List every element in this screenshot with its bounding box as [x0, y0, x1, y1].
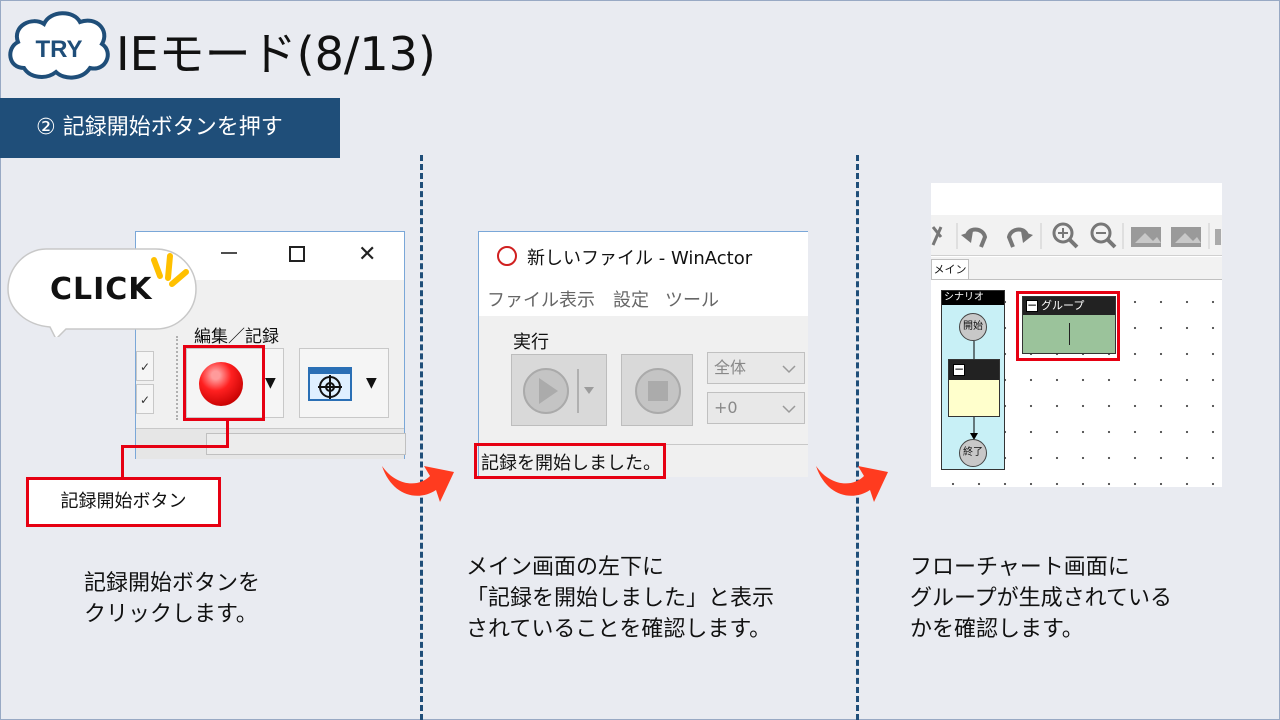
click-label: CLICK	[50, 272, 153, 307]
panel3-description: フローチャート画面に グループが生成されている かを確認します。	[910, 555, 1173, 642]
record-button-highlight	[183, 345, 265, 421]
flow-connector	[970, 417, 978, 440]
text-caret	[1069, 323, 1070, 345]
browser-target-icon	[308, 367, 352, 401]
panel1-description: 記録開始ボタンを クリックします。	[84, 571, 261, 627]
exec-group-label: 実行	[513, 332, 549, 353]
toolbar-separator	[176, 336, 178, 420]
chevron-down-icon[interactable]: ▼	[265, 375, 276, 391]
undo-icon[interactable]	[961, 227, 988, 248]
scenario-group-node[interactable]: −	[948, 359, 1000, 417]
record-start-button[interactable]: ▼	[186, 348, 284, 418]
callout-line	[226, 421, 229, 448]
window-title: 新しいファイル - WinActor	[527, 248, 753, 269]
end-node[interactable]: 終了	[959, 439, 987, 467]
flow-arrow-icon	[382, 466, 454, 502]
toolbar-group-label: 編集／記録	[194, 327, 279, 347]
menu-settings[interactable]: 設定	[613, 290, 649, 311]
flowchart-toolbar	[931, 215, 1222, 256]
offset-select[interactable]: +0	[707, 392, 805, 424]
browser-select-button[interactable]: ▼	[299, 348, 389, 418]
click-speech-bubble	[7, 248, 197, 337]
group-node-label: グループ	[1023, 297, 1115, 315]
zoom-out-icon[interactable]	[1090, 222, 1117, 249]
image-icon[interactable]	[1171, 227, 1201, 247]
chevron-down-icon	[782, 365, 796, 374]
offset-select-value: +0	[714, 398, 738, 417]
scenario-node[interactable]: シナリオ 開始 − 終了	[941, 290, 1005, 470]
redo-icon[interactable]	[1006, 227, 1033, 248]
flowchart-window: メイン シナリオ 開始 − 終了 グループ −	[931, 183, 1222, 487]
group-header: −	[949, 360, 999, 380]
winactor-app-icon	[497, 246, 517, 266]
page-title: IEモード(8/13)	[116, 27, 436, 81]
cloud-badge-icon: TRY	[8, 11, 110, 80]
status-strip	[136, 428, 406, 459]
zoom-in-icon[interactable]	[1052, 222, 1079, 249]
click-spark-icon	[151, 253, 189, 287]
flow-arrow-icon	[816, 466, 888, 502]
collapse-icon[interactable]: −	[953, 362, 965, 376]
close-icon[interactable]: ✕	[358, 242, 377, 267]
stop-icon	[635, 368, 681, 414]
winactor-main-window: 新しいファイル - WinActor ファイル 表示 設定 ツール 実行 全体	[478, 231, 808, 477]
status-text-highlight	[474, 443, 666, 479]
group-node[interactable]: グループ −	[1022, 296, 1116, 354]
winactor-window-toolbar: ✕ ✓ ✓ 編集／記録 ▼ ▼	[135, 231, 406, 459]
scenario-label: シナリオ	[942, 291, 1004, 305]
start-node[interactable]: 開始	[959, 313, 987, 341]
window-titlebar: 新しいファイル - WinActor	[479, 232, 808, 280]
panel-divider	[856, 155, 859, 720]
chevron-down-icon	[782, 405, 796, 414]
menu-file[interactable]: ファイル	[487, 290, 559, 311]
panel-divider	[420, 155, 423, 720]
check-icon[interactable]: ✓	[136, 351, 154, 381]
toolbar-icons	[931, 222, 1221, 249]
panel2-description: メイン画面の左下に 「記録を開始しました」と表示 されていることを確認します。	[466, 555, 775, 642]
record-button-callout: 記録開始ボタン	[26, 477, 221, 527]
chevron-down-icon[interactable]: ▼	[366, 375, 377, 391]
image-icon[interactable]	[1131, 227, 1161, 247]
play-button[interactable]	[511, 354, 607, 426]
check-icon[interactable]: ✓	[136, 384, 154, 414]
range-select-value: 全体	[714, 358, 747, 377]
menu-view[interactable]: 表示	[559, 290, 595, 311]
cut-icon[interactable]	[931, 226, 943, 246]
minimize-icon[interactable]	[220, 244, 238, 262]
status-cell	[206, 433, 406, 455]
callout-line	[121, 445, 229, 448]
menu-tools[interactable]: ツール	[665, 290, 719, 311]
stop-button[interactable]	[621, 354, 693, 426]
callout-line	[121, 445, 124, 479]
step-heading: ② 記録開始ボタンを押す	[0, 98, 340, 158]
tab-main[interactable]: メイン	[931, 259, 969, 279]
range-select[interactable]: 全体	[707, 352, 805, 384]
maximize-icon[interactable]	[289, 246, 305, 262]
play-icon	[523, 368, 594, 414]
menu-bar: ファイル 表示 設定 ツール	[479, 280, 808, 316]
flow-connector	[973, 341, 975, 359]
try-badge-text: TRY	[35, 36, 82, 63]
status-text: 記録を開始しました。	[481, 453, 661, 474]
flowchart-tabbar: メイン	[931, 257, 1222, 280]
collapse-icon[interactable]: −	[1026, 298, 1038, 312]
record-button-icon	[199, 362, 243, 406]
group-node-highlight	[1016, 291, 1120, 361]
